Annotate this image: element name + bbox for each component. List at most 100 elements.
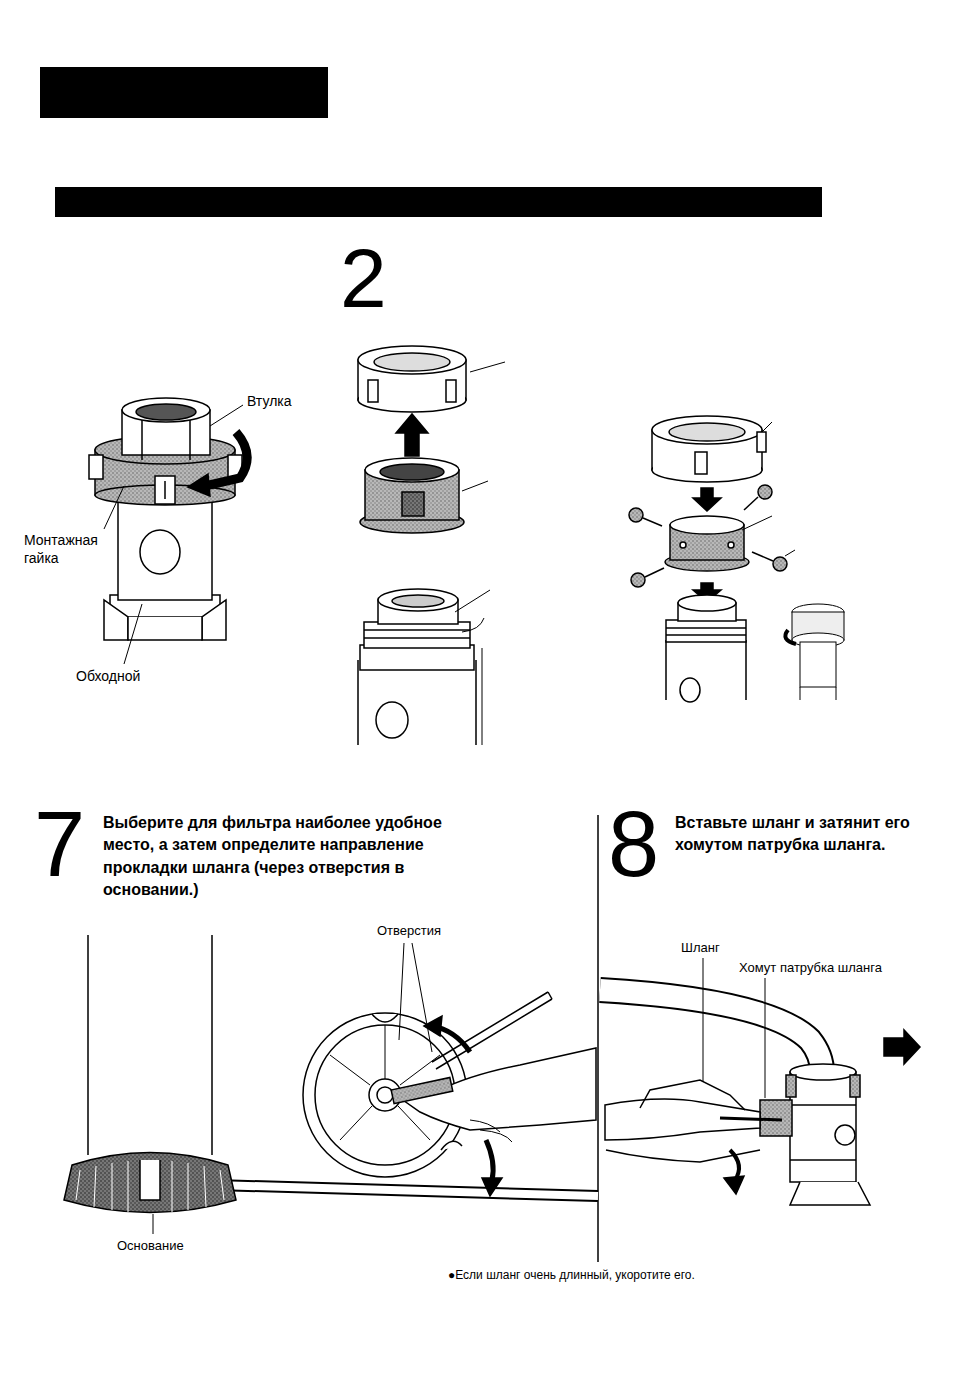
filter-base <box>88 935 212 1155</box>
hose-fitting <box>790 1064 856 1080</box>
base-disk <box>441 1141 462 1150</box>
hose-fitting <box>720 1118 782 1120</box>
collar-with-screws <box>652 416 762 444</box>
screw <box>631 573 645 587</box>
bypass-valve <box>205 432 247 486</box>
base-disk <box>482 1178 502 1196</box>
nut-and-collar <box>380 464 444 480</box>
step-text: Выберите для фильтра наиболее удобное ме… <box>103 812 443 902</box>
bypass-valve <box>188 474 210 496</box>
bypass-valve <box>124 604 142 664</box>
base-disk <box>372 1014 398 1022</box>
hose-fitting <box>600 958 920 1205</box>
bypass-valve <box>89 398 247 664</box>
bypass-valve <box>140 530 180 574</box>
nut-and-collar <box>392 595 444 607</box>
hose-fitting <box>790 1182 870 1205</box>
screw <box>752 552 773 561</box>
bypass-valve <box>202 600 226 640</box>
nut-and-collar <box>364 622 470 648</box>
hose-fitting <box>765 978 766 1098</box>
screw <box>744 497 758 510</box>
bypass-valve <box>122 398 210 422</box>
screw <box>629 485 787 587</box>
filter-base <box>153 1214 154 1234</box>
nut-and-collar <box>368 380 378 402</box>
header-bar <box>55 187 822 217</box>
nut-and-collar <box>365 458 459 482</box>
bypass-valve <box>104 486 124 529</box>
part-name: Монтажная гайка <box>24 532 116 567</box>
collar-with-screws <box>695 452 707 474</box>
nut-and-collar <box>364 637 470 639</box>
bypass-valve <box>104 600 128 640</box>
collar-with-screws <box>785 550 795 556</box>
collar-with-screws <box>629 416 795 702</box>
hose-fitting <box>640 1080 745 1110</box>
step-number: 2 <box>340 236 387 320</box>
collar-with-screws <box>742 516 772 530</box>
collar-with-screws <box>680 678 700 702</box>
screw <box>773 557 787 571</box>
base-disk <box>315 1025 455 1165</box>
hose-fitting <box>884 1030 920 1064</box>
hose-fitting <box>850 1075 860 1097</box>
bypass-valve <box>128 617 202 640</box>
filter-base <box>64 935 598 1234</box>
assembled-icon <box>800 642 836 687</box>
nut-and-collar <box>470 362 505 372</box>
nut-and-collar <box>455 590 490 612</box>
collar-with-screws <box>680 542 686 548</box>
nut-and-collar <box>358 660 476 745</box>
assembled-icon <box>800 687 801 700</box>
screw <box>643 518 662 526</box>
hose-fitting <box>786 1075 796 1097</box>
collar-with-screws <box>693 488 721 511</box>
base-disk <box>391 1077 453 1103</box>
bypass-valve <box>136 404 196 420</box>
nut-and-collar <box>364 629 470 631</box>
header-bar <box>40 67 328 118</box>
bypass-valve <box>189 418 191 460</box>
hose-fitting <box>600 990 822 1072</box>
collar-with-screws <box>669 423 745 441</box>
part-name: Отверстия <box>377 923 441 939</box>
bypass-valve <box>89 455 103 479</box>
filter-base <box>64 1153 236 1213</box>
assembled-icon <box>836 687 837 700</box>
nut-and-collar <box>462 618 484 745</box>
base-disk <box>303 943 596 1196</box>
screw <box>645 568 664 577</box>
nut-and-collar <box>376 702 408 738</box>
step-number: 7 <box>34 798 85 890</box>
base-disk <box>470 1120 512 1142</box>
bypass-valve <box>210 405 243 426</box>
collar-with-screws <box>762 422 772 432</box>
hose-fitting <box>703 958 704 1082</box>
header-bar <box>40 67 822 217</box>
base-disk <box>486 1140 493 1180</box>
hose-fitting <box>790 1159 856 1161</box>
base-disk <box>412 943 432 1052</box>
note: ●Если шланг очень длинный, укоротите его… <box>448 1268 695 1282</box>
collar-with-screws <box>666 640 746 700</box>
part-name: Хомут патрубка шланга <box>739 960 882 976</box>
hose-fitting <box>790 1072 856 1182</box>
base-disk <box>424 1016 442 1036</box>
filter-base <box>215 1185 598 1196</box>
collar-with-screws <box>670 516 744 534</box>
step-number: 8 <box>608 798 659 890</box>
filter-base <box>140 1160 160 1200</box>
step-text: Вставьте шланг и затянит его хомутом пат… <box>675 812 937 857</box>
part-name: Шланг <box>681 940 720 956</box>
nut-and-collar <box>374 353 450 371</box>
base-disk <box>399 943 404 1040</box>
filter-base <box>215 1185 598 1196</box>
collar-with-screws <box>666 627 746 629</box>
assembled-icon <box>785 604 844 700</box>
hose-fitting <box>730 1150 739 1180</box>
filter-base <box>76 1161 224 1212</box>
nut-and-collar <box>378 589 458 611</box>
